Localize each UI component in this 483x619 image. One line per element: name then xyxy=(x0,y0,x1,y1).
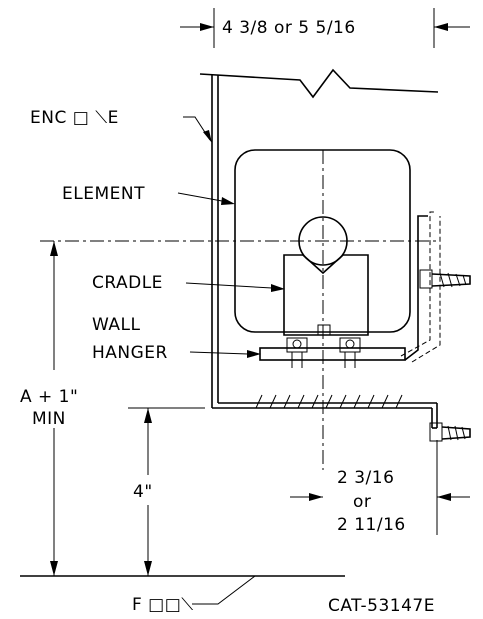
dimension-4in: 4" xyxy=(128,407,205,576)
floor-label: F □□⟍ xyxy=(132,595,194,615)
dimension-a: A + 1" MIN xyxy=(20,241,78,576)
hanger-callout: WALL HANGER xyxy=(92,315,261,363)
dimension-a-min-label: MIN xyxy=(32,409,66,429)
enclosure-label: ENC □ ⟍E xyxy=(30,108,119,128)
cradle-callout: CRADLE xyxy=(92,273,285,293)
enclosure-callout: ENC □ ⟍E xyxy=(30,108,212,143)
enclosure-outline xyxy=(211,74,438,429)
element-tube xyxy=(298,216,348,266)
dimension-4in-label: 4" xyxy=(133,482,153,502)
side-offset-line1: 2 3/16 xyxy=(337,468,394,488)
upper-lag-screw xyxy=(419,269,471,289)
side-offset-dimension: 2 3/16 or 2 11/16 xyxy=(290,440,470,535)
dimension-a-label: A + 1" xyxy=(20,387,78,407)
cradle-label: CRADLE xyxy=(92,273,163,293)
hanger-label: HANGER xyxy=(92,343,168,363)
top-width-label: 4 3/8 or 5 5/16 xyxy=(222,18,356,38)
wall-label: WALL xyxy=(92,315,140,335)
lower-lag-screw xyxy=(429,422,471,442)
element-callout: ELEMENT xyxy=(62,184,235,205)
top-width-dimension: 4 3/8 or 5 5/16 xyxy=(180,8,470,48)
side-offset-line3: 2 11/16 xyxy=(337,515,406,535)
side-offset-line2: or xyxy=(353,492,371,512)
break-line xyxy=(199,68,439,99)
catalog-number: CAT-53147E xyxy=(328,596,435,616)
cradle-shape xyxy=(283,254,369,336)
element-label: ELEMENT xyxy=(62,184,145,204)
hatch-marks xyxy=(255,394,403,409)
wall-hanger xyxy=(259,211,441,368)
floor-callout: F □□⟍ xyxy=(132,575,256,615)
